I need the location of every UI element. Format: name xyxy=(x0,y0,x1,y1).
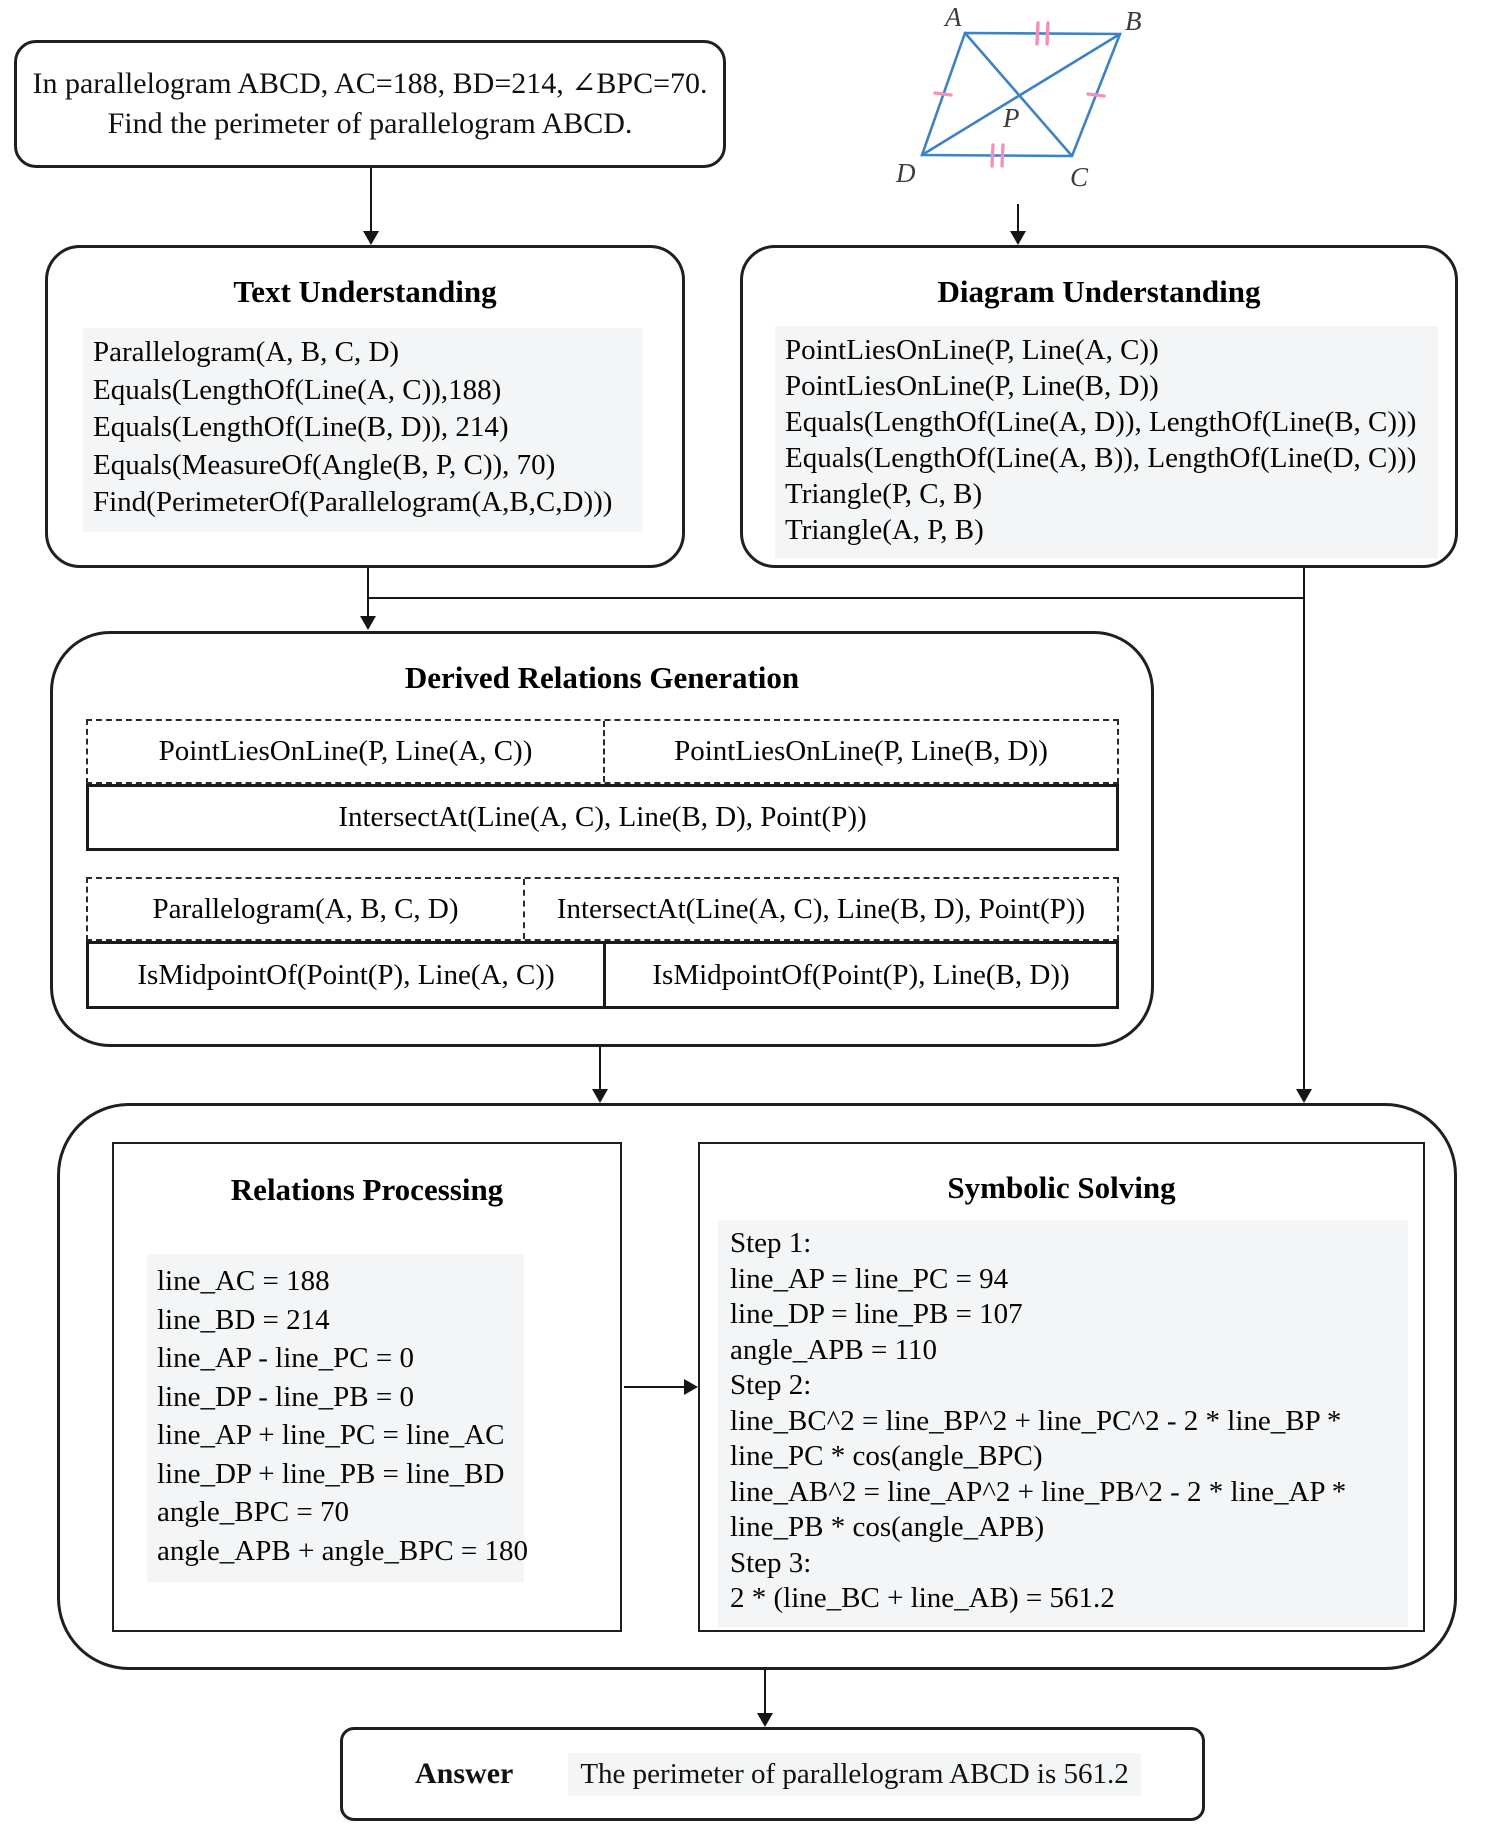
relations-processing-statements: line_AC = 188 line_BD = 214 line_AP - li… xyxy=(147,1254,529,1582)
vertex-label-p: P xyxy=(1003,103,1020,133)
premise-cell: Parallelogram(A, B, C, D) xyxy=(88,879,525,939)
derived-premise-row-2: Parallelogram(A, B, C, D) IntersectAt(Li… xyxy=(86,877,1119,941)
arrowhead-icon xyxy=(757,1713,773,1727)
statement-line: Find(PerimeterOf(Parallelogram(A,B,C,D))… xyxy=(93,486,613,518)
conclusion-cell: IsMidpointOf(Point(P), Line(B, D)) xyxy=(652,958,1070,991)
arrow-relations-to-symbolic xyxy=(624,1386,684,1388)
statement-line: Step 3: xyxy=(730,1546,812,1579)
statement-line: line_AC = 188 xyxy=(157,1265,330,1297)
arrow-problem-to-text-understanding xyxy=(370,168,372,231)
vertex-label-b: B xyxy=(1125,6,1142,36)
premise-cell: PointLiesOnLine(P, Line(B, D)) xyxy=(674,735,1048,767)
problem-box: In parallelogram ABCD, AC=188, BD=214, ∠… xyxy=(14,40,726,168)
diagram-understanding-statements: PointLiesOnLine(P, Line(A, C)) PointLies… xyxy=(775,326,1438,558)
parallelogram-figure xyxy=(920,21,1122,168)
statement-line: Step 2: xyxy=(730,1369,812,1401)
statement-line: line_AP - line_PC = 0 xyxy=(157,1342,414,1374)
tick-dc-2 xyxy=(1000,143,1005,168)
statement-line: Equals(LengthOf(Line(A, B)), LengthOf(Li… xyxy=(785,442,1417,474)
relations-processing-title: Relations Processing xyxy=(230,1172,504,1207)
arrow-derived-to-solver xyxy=(599,1047,601,1089)
answer-box: Answer The perimeter of parallelogram AB… xyxy=(340,1727,1205,1821)
statement-line: angle_BPC = 70 xyxy=(157,1496,349,1528)
statement-line: angle_APB = 110 xyxy=(730,1333,937,1366)
arrow-solver-to-answer xyxy=(764,1670,766,1713)
answer-text: The perimeter of parallelogram ABCD is 5… xyxy=(568,1752,1141,1796)
arrowhead-icon xyxy=(363,231,379,245)
symbolic-solving-statements: Step 1: line_AP = line_PC = 94 line_DP =… xyxy=(718,1220,1408,1627)
statement-line: PointLiesOnLine(P, Line(B, D)) xyxy=(785,370,1159,402)
arrowhead-icon xyxy=(360,616,376,630)
statement-line: angle_APB + angle_BPC = 180 xyxy=(157,1534,529,1567)
arrow-figure-to-diagram-understanding xyxy=(1017,204,1019,231)
arrow-diagram-understanding-to-solver xyxy=(1303,568,1305,1089)
derived-premise-row-1: PointLiesOnLine(P, Line(A, C)) PointLies… xyxy=(86,719,1119,784)
symbolic-solving-title: Symbolic Solving xyxy=(947,1170,1176,1205)
statement-line: line_PB * cos(angle_APB) xyxy=(730,1511,1045,1543)
statement-line: line_DP - line_PB = 0 xyxy=(157,1380,414,1413)
premise-cell: PointLiesOnLine(P, Line(A, C)) xyxy=(88,721,605,782)
relations-processing-box: Relations Processing line_AC = 188 line_… xyxy=(112,1142,622,1632)
text-understanding-title: Text Understanding xyxy=(233,274,497,309)
tick-ad xyxy=(933,91,953,97)
conclusion-cell: IsMidpointOf(Point(P), Line(A, C)) xyxy=(89,944,606,1006)
problem-text-line: Find the perimeter of parallelogram ABCD… xyxy=(107,107,633,140)
arrow-to-derived-relations xyxy=(367,568,369,616)
conclusion-cell: IntersectAt(Line(A, C), Line(B, D), Poin… xyxy=(338,801,867,833)
statement-line: Equals(MeasureOf(Angle(B, P, C)), 70) xyxy=(93,448,556,481)
vertex-label-a: A xyxy=(945,2,962,32)
statement-line: Equals(LengthOf(Line(A, D)), LengthOf(Li… xyxy=(785,406,1417,438)
tick-dc-1 xyxy=(990,143,995,168)
derived-conclusion-row-2: IsMidpointOf(Point(P), Line(A, C)) IsMid… xyxy=(86,941,1119,1009)
diagonal-ac xyxy=(963,31,1074,158)
derived-relations-title: Derived Relations Generation xyxy=(404,660,800,695)
answer-label: Answer xyxy=(415,1757,514,1790)
statement-line: line_DP + line_PB = line_BD xyxy=(157,1457,505,1490)
arrowhead-icon xyxy=(592,1089,608,1103)
statement-line: line_AP = line_PC = 94 xyxy=(730,1262,1009,1295)
arrowhead-icon xyxy=(1296,1089,1312,1103)
text-understanding-statements: Parallelogram(A, B, C, D) Equals(LengthO… xyxy=(83,328,643,532)
tick-bc xyxy=(1086,92,1106,98)
statement-line: line_DP = line_PB = 107 xyxy=(730,1298,1023,1330)
statement-line: Triangle(A, P, B) xyxy=(785,514,984,546)
derived-relations-box: Derived Relations Generation PointLiesOn… xyxy=(50,631,1154,1047)
problem-text-line: In parallelogram ABCD, AC=188, BD=214, ∠… xyxy=(32,67,708,100)
tick-ab-2 xyxy=(1045,21,1050,46)
vertex-label-d: D xyxy=(896,158,916,188)
statement-line: Equals(LengthOf(Line(A, C)),188) xyxy=(93,373,502,406)
statement-line: Triangle(P, C, B) xyxy=(785,478,983,510)
arrowhead-icon xyxy=(684,1379,698,1395)
derived-conclusion-row-1: IntersectAt(Line(A, C), Line(B, D), Poin… xyxy=(86,784,1119,851)
connector-merge-line xyxy=(367,597,1305,599)
statement-line: line_PC * cos(angle_BPC) xyxy=(730,1440,1043,1472)
diagonal-bd xyxy=(920,32,1122,157)
statement-line: line_BD = 214 xyxy=(157,1303,330,1336)
premise-cell: IntersectAt(Line(A, C), Line(B, D), Poin… xyxy=(556,892,1086,925)
vertex-label-c: C xyxy=(1070,162,1089,192)
statement-line: line_BC^2 = line_BP^2 + line_PC^2 - 2 * … xyxy=(730,1404,1342,1437)
diagram-understanding-title: Diagram Understanding xyxy=(937,274,1261,309)
symbolic-solving-box: Symbolic Solving Step 1: line_AP = line_… xyxy=(698,1142,1425,1632)
statement-line: line_AP + line_PC = line_AC xyxy=(157,1419,505,1451)
diagram-understanding-box: Diagram Understanding PointLiesOnLine(P,… xyxy=(740,245,1458,568)
arrowhead-icon xyxy=(1010,231,1026,245)
statement-line: 2 * (line_BC + line_AB) = 561.2 xyxy=(730,1582,1115,1614)
text-understanding-box: Text Understanding Parallelogram(A, B, C… xyxy=(45,245,685,568)
statement-line: Equals(LengthOf(Line(B, D)), 214) xyxy=(93,411,509,443)
tick-ab-1 xyxy=(1035,21,1040,46)
statement-line: PointLiesOnLine(P, Line(A, C)) xyxy=(785,334,1159,366)
statement-line: Parallelogram(A, B, C, D) xyxy=(93,336,400,368)
statement-line: Step 1: xyxy=(730,1227,812,1259)
statement-line: line_AB^2 = line_AP^2 + line_PB^2 - 2 * … xyxy=(730,1475,1347,1508)
